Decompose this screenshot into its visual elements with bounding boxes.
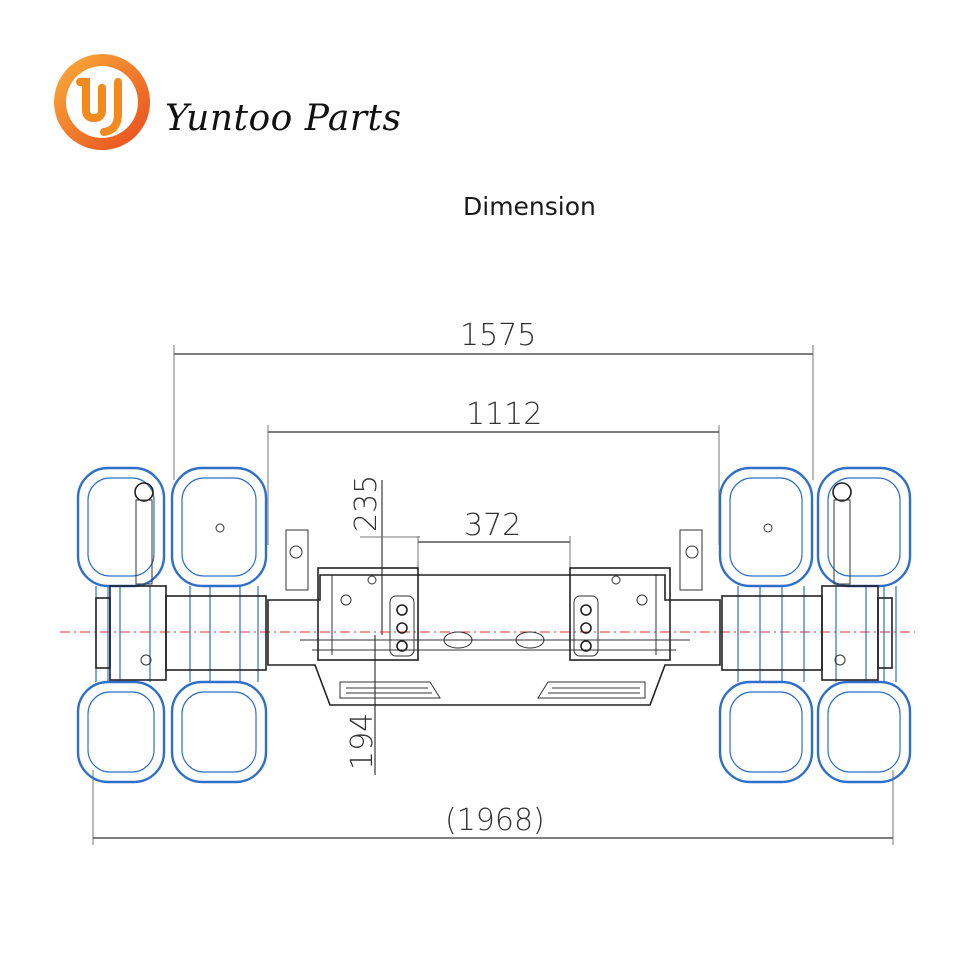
dimension-1575: 1575	[173, 318, 814, 480]
dimension-label-372: 372	[464, 508, 521, 543]
dimension-label-1968: (1968)	[445, 803, 545, 838]
left-inner-wheel	[170, 466, 268, 784]
dimension-label-1112: 1112	[466, 397, 542, 432]
left-outer-wheel	[76, 466, 166, 784]
dimension-label-194: 194	[345, 713, 380, 770]
right-motor-unit	[569, 529, 703, 661]
dimension-1968: (1968)	[92, 770, 894, 845]
dimension-label-235: 235	[349, 475, 384, 532]
diagram-title: Dimension	[463, 192, 596, 221]
dimension-372: 372	[417, 508, 571, 640]
left-hub-assembly	[95, 482, 267, 681]
left-motor-unit	[285, 529, 419, 661]
right-outer-wheel	[816, 466, 912, 784]
dimension-1112: 1112	[267, 397, 720, 545]
dimension-label-1575: 1575	[460, 318, 536, 353]
axle-beam	[267, 574, 721, 706]
dimension-235: 235	[349, 475, 420, 635]
right-hub-assembly	[721, 482, 893, 681]
brand-name: Yuntoo Parts	[165, 98, 402, 139]
yuntoo-logo-icon	[54, 54, 150, 150]
right-inner-wheel	[718, 466, 814, 784]
dimension-194: 194	[345, 635, 380, 775]
